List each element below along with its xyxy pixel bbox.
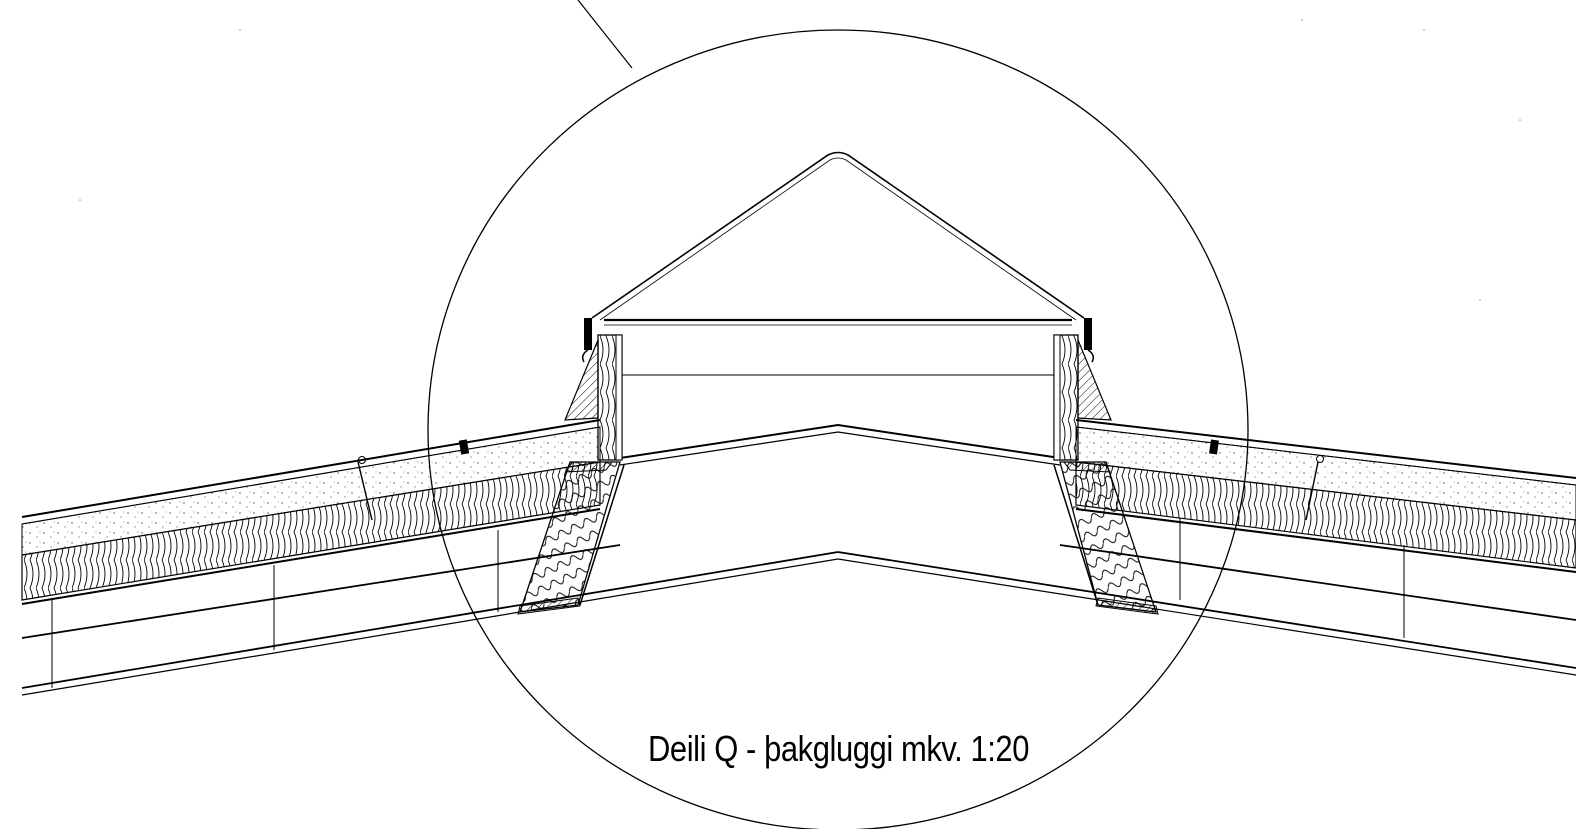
- left-roof-assembly: [21, 419, 839, 696]
- skylight-dome: [591, 151, 1085, 376]
- leader-line: [577, 0, 633, 69]
- detail-caption: Deili Q - þakgluggi mkv. 1:20: [648, 728, 1030, 769]
- detail-circle: [427, 29, 1249, 829]
- right-roof-assembly: [837, 419, 1576, 676]
- ceiling-ridge: [619, 423, 1061, 466]
- left-skylight-curb: [517, 318, 625, 615]
- right-skylight-curb: [1053, 318, 1159, 615]
- background-dots: [79, 19, 1521, 301]
